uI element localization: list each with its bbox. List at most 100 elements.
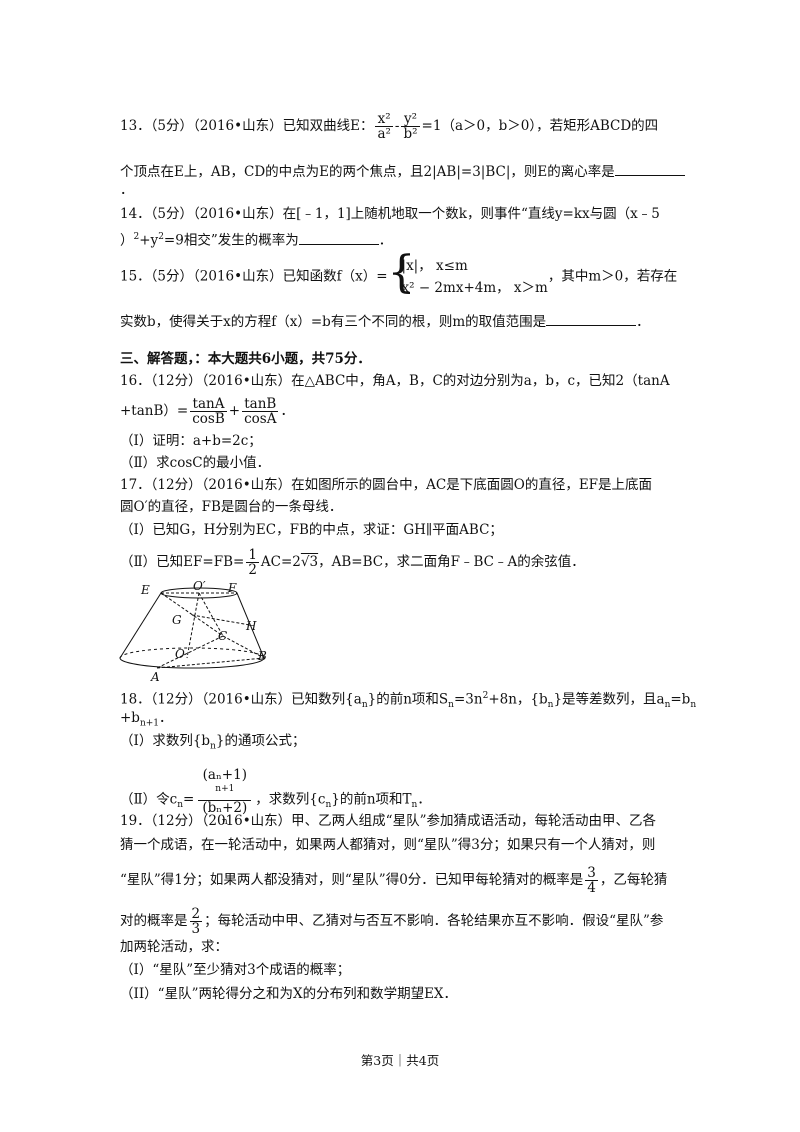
label-F: F <box>227 581 237 595</box>
section-heading: 三、解答题，：本大题共6小题，共75分． <box>120 350 371 368</box>
sub: n <box>361 700 368 711</box>
t: }的前n项和S <box>367 691 449 708</box>
t: }的前n项和T <box>331 791 412 808</box>
t: }的通项公式； <box>215 733 306 749</box>
frac-num: tanA <box>190 397 227 412</box>
q15-suffix: ，其中m＞0，若存在 <box>547 268 678 285</box>
q18-line2: +bn+1． <box>120 709 173 733</box>
q13-prefix: 13．（5分）（2016•山东）已知双曲线E： <box>120 118 374 134</box>
label-O1: O′ <box>193 580 206 593</box>
q19-text: 19．（12分）（2016•山东）甲、乙两人组成“星队”参加猜成语活动，每轮活动… <box>120 813 656 829</box>
num-text: (aₙ+1) <box>202 767 247 783</box>
den-text: (bₙ+2) <box>202 799 248 816</box>
section-title: 三、解答题，：本大题共6小题，共75分． <box>120 351 371 367</box>
q19-part1: （I）“星队”至少猜对3个成语的概率； <box>120 961 350 979</box>
q17-p2-mid: AC=2 <box>260 554 301 570</box>
sub: n <box>664 700 671 711</box>
plus: + <box>228 403 241 419</box>
q19-text5: 加两轮活动，求： <box>120 939 228 955</box>
frac-num: 1 <box>246 547 259 563</box>
page-footer: 第3页｜共4页 <box>360 1053 440 1068</box>
frac-num: y² <box>401 112 420 127</box>
segment-O1C <box>198 592 224 637</box>
frac-num: x² <box>375 112 393 127</box>
t: ，求数列{c <box>255 791 326 808</box>
t: ． <box>159 710 173 726</box>
q17-part1: （I）已知G，H分别为EC，FB的中点，求证：GH∥平面ABC； <box>120 521 503 539</box>
label-E: E <box>140 583 150 597</box>
sub: n <box>448 700 454 711</box>
frac-den: a² <box>377 126 391 142</box>
t: }是等差数列，且a <box>553 691 665 708</box>
sub: n <box>325 800 332 811</box>
minus: - <box>394 118 400 134</box>
answer-blank <box>298 231 379 245</box>
segment-EC <box>160 592 224 637</box>
t: 对的概率是 <box>120 913 188 929</box>
q14-paren: ） <box>120 232 134 249</box>
sub: n <box>210 741 216 752</box>
q17-p2-prefix: （Ⅱ）已知EF=FB= <box>120 554 245 570</box>
q16-prefix: +tanB）= <box>120 403 189 419</box>
sub: n <box>690 700 697 711</box>
sub: n+1 <box>139 718 160 729</box>
q17-text2: 圆O′的直径，FB是圆台的一条母线． <box>120 499 343 515</box>
answer-blank <box>614 162 685 176</box>
t: 18．（12分）（2016•山东）已知数列{a <box>120 691 362 708</box>
t: =b <box>670 691 691 708</box>
t: （Ⅱ）令c <box>120 791 178 808</box>
answer-blank <box>546 312 637 326</box>
q19-line1: 19．（12分）（2016•山东）甲、乙两人组成“星队”参加猜成语活动，每轮活动… <box>120 812 656 830</box>
bottom-ellipse-back <box>119 647 265 659</box>
frac-den: 4 <box>587 880 596 896</box>
q15-end: ． <box>636 314 650 330</box>
q15-prefix: 15．（5分）（2016•山东）已知函数f（x）= <box>120 268 388 285</box>
frac-num: tanB <box>242 397 279 412</box>
q19-text2: 猜一个成语，在一轮活动中，如果两人都猜对，则“星队”得3分；如果只有一个人猜对，… <box>120 837 656 853</box>
case-1: |x|， x≤m <box>401 258 468 274</box>
q18-part1: （Ⅰ）求数列{bn}的通项公式； <box>120 732 305 756</box>
frustum-figure: E O′ F G H C O B A <box>119 580 267 684</box>
q14-line1: 14．（5分）（2016•山东）在[﹣1，1]上随机地取一个数k，则事件“直线y… <box>120 205 660 223</box>
q17-line1: 17．（12分）（2016•山东）在如图所示的圆台中，AC是下底面圆O的直径，E… <box>120 476 652 494</box>
case-2: x² − 2mx+4m， x＞m <box>401 280 548 296</box>
brace-icon: { <box>387 247 416 298</box>
q14-line2: ）2+y2=9相交”发生的概率为． <box>120 228 392 250</box>
sup: 2 <box>133 232 140 242</box>
q14-text: 14．（5分）（2016•山东）在[﹣1，1]上随机地取一个数k，则事件“直线y… <box>120 206 660 222</box>
t: ；每轮活动中甲、乙猜对与否互不影响．各轮结果亦互不影响．假设“星队”参 <box>204 913 664 929</box>
t: ，乙每轮猜 <box>599 872 668 888</box>
frac-den: cosA <box>244 411 277 427</box>
left-generator <box>119 592 162 659</box>
q13-line2: 个顶点在E上，AB，CD的中点为E的两个焦点，且2|AB|=3|BC|，则E的离… <box>120 162 685 181</box>
q18-frac: (aₙ+1)n+1(bₙ+2)n <box>198 767 252 832</box>
frac-den: b² <box>403 126 418 142</box>
q16-line1: 16．（12分）（2016•山东）在△ABC中，角A，B，C的对边分别为a，b，… <box>120 372 670 390</box>
t: +8n，{b <box>488 691 548 708</box>
q13-text: 个顶点在E上，AB，CD的中点为E的两个焦点，且2|AB|=3|BC|，则E的离… <box>120 164 615 180</box>
q16-p1: （Ⅰ）证明：a+b=2c； <box>120 433 262 449</box>
label-H: H <box>245 619 257 633</box>
frac-den: 2 <box>248 562 257 578</box>
sup: 2 <box>158 232 164 242</box>
q19-line2: 猜一个成语，在一轮活动中，如果两人都猜对，则“星队”得3分；如果只有一个人猜对，… <box>120 836 655 854</box>
segment-CA <box>156 635 224 669</box>
q13-end: ． <box>120 182 134 198</box>
q16-text: 16．（12分）（2016•山东）在△ABC中，角A，B，C的对边分别为a，b，… <box>120 373 670 389</box>
sub: n <box>547 700 554 711</box>
q19-p1: （I）“星队”至少猜对3个成语的概率； <box>120 962 351 978</box>
sup: 2 <box>482 691 489 701</box>
q16-part2: （Ⅱ）求cosC的最小值． <box>120 454 270 472</box>
label-O: O <box>175 647 185 661</box>
